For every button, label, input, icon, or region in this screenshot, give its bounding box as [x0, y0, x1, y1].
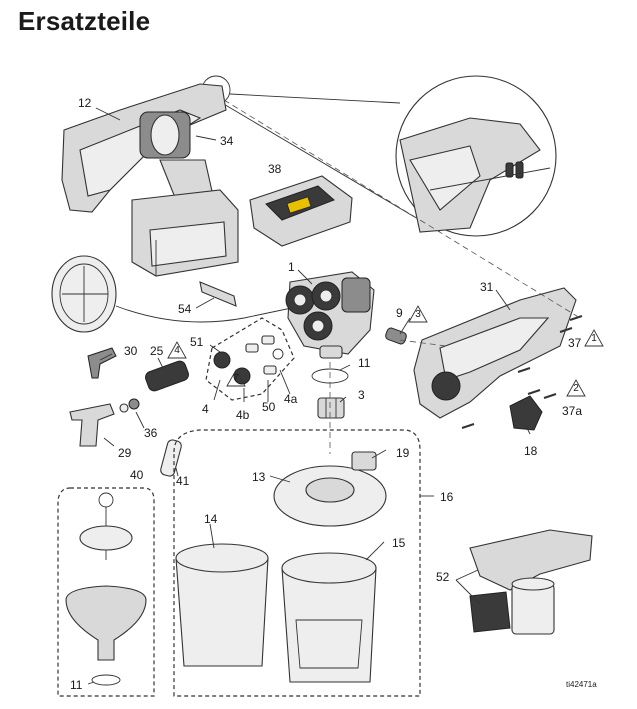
- label-14: 14: [204, 512, 218, 526]
- warning-triangle-2: 2: [567, 380, 585, 396]
- figure-reference: ti42471a: [566, 680, 597, 689]
- label-34: 34: [220, 134, 234, 148]
- detail-callout: [201, 75, 557, 237]
- warning-triangles: [167, 305, 604, 397]
- label-52: 52: [436, 570, 450, 584]
- warning-number: 3: [415, 309, 421, 320]
- label-18: 18: [524, 444, 538, 458]
- warning-number: 4: [174, 345, 180, 356]
- part-30-tip: [87, 347, 117, 379]
- label-54: 54: [178, 302, 192, 316]
- leader-lines: [87, 107, 531, 685]
- warning-number: 2: [573, 383, 579, 394]
- valve-parts: [213, 335, 284, 385]
- label-11-top: 11: [358, 356, 371, 370]
- funnel-kit-outline: [57, 487, 155, 697]
- label-3: 3: [358, 388, 365, 402]
- label-16: 16: [440, 490, 454, 504]
- label-40: 40: [130, 468, 144, 482]
- part-38-battery: [249, 175, 353, 247]
- warning-number: 7: [233, 373, 239, 384]
- label-41: 41: [176, 474, 190, 488]
- warning-triangle-7: 7: [227, 370, 245, 386]
- part-41-tube: [160, 439, 182, 477]
- label-36: 36: [144, 426, 158, 440]
- warning-triangle-4: 4: [168, 342, 186, 358]
- part-9-pin: [385, 327, 407, 345]
- assembled-gun-preview: [469, 529, 593, 635]
- part-31-housing: [413, 287, 577, 419]
- warning-number: 1: [591, 333, 597, 344]
- part-37-screws: [461, 315, 583, 429]
- label-50: 50: [262, 400, 276, 414]
- label-29: 29: [118, 446, 132, 460]
- label-12: 12: [78, 96, 92, 110]
- label-4a: 4a: [284, 392, 298, 406]
- label-4b: 4b: [236, 408, 250, 422]
- label-37a: 37a: [562, 404, 583, 418]
- label-9: 9: [396, 306, 403, 320]
- label-37: 37: [568, 336, 582, 350]
- label-51: 51: [190, 335, 204, 349]
- page-title: Ersatzteile: [18, 6, 151, 36]
- warning-triangle-1: 1: [585, 330, 603, 346]
- label-13: 13: [252, 470, 266, 484]
- part-34-motor: [139, 111, 191, 159]
- gun-handle: [131, 159, 239, 277]
- label-4: 4: [202, 402, 209, 416]
- label-31: 31: [480, 280, 494, 294]
- part-15-container: [281, 552, 377, 683]
- label-38: 38: [268, 162, 282, 176]
- part-54-key: [199, 281, 237, 307]
- part-25-filter: [145, 360, 189, 392]
- part-14-cup: [175, 543, 269, 667]
- part-36-seals: [119, 398, 140, 413]
- part-1-pump: [285, 271, 375, 359]
- label-11-bottom: 11: [70, 678, 83, 692]
- warning-triangle-3: 3: [409, 306, 427, 322]
- part-40-funnel: [65, 492, 147, 686]
- part-13-lid: [273, 451, 387, 527]
- part-3-nut: [317, 397, 345, 419]
- label-19: 19: [396, 446, 410, 460]
- part-29-tipguard: [69, 403, 115, 447]
- label-15: 15: [392, 536, 406, 550]
- valve-kit-outline: [205, 317, 295, 401]
- part-18-knob: [509, 395, 543, 431]
- label-25: 25: [150, 344, 164, 358]
- label-30: 30: [124, 344, 138, 358]
- intake-screen: [51, 255, 321, 333]
- label-1: 1: [288, 260, 295, 274]
